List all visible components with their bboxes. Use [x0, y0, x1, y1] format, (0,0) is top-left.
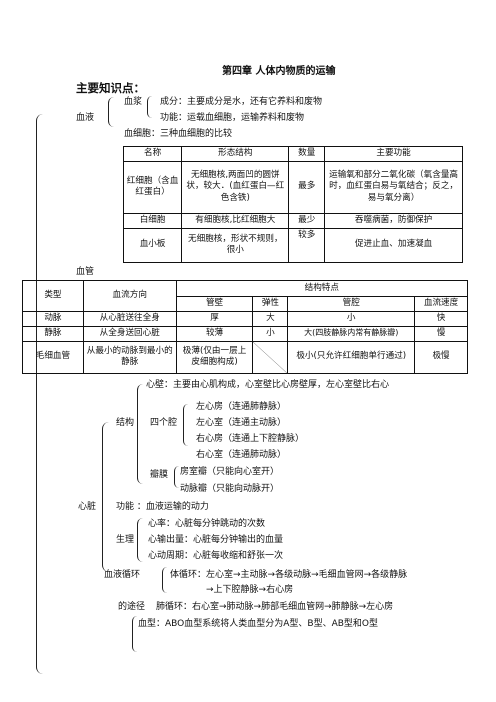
- left-ventricle: 左心室（连通主动脉）: [196, 418, 287, 428]
- cell-quantity: 最少: [288, 212, 326, 229]
- header-direction: 血流方向: [82, 280, 177, 312]
- chambers-label: 四个腔: [150, 418, 178, 428]
- vessel-speed: 快: [414, 310, 468, 327]
- cell-function: 吞噬病菌，防御保护: [324, 212, 463, 229]
- heart-wall-line: 心壁：主要由心肌构成，心室壁比心房壁厚，左心室壁比右心: [146, 380, 390, 390]
- heart-label: 心脏: [78, 502, 97, 512]
- header-speed: 血流速度: [414, 296, 468, 312]
- section-heading: 主要知识点：: [76, 81, 145, 95]
- right-atrium: 右心房（连通上下腔静脉）: [196, 434, 305, 444]
- header-quantity: 数量: [288, 146, 326, 162]
- table-row: 红细胞（含血红蛋白） 无细胞核,两面凹的圆饼状，较大．(血红蛋白—红色含铁) 最…: [122, 160, 463, 214]
- header-structure: 形态结构: [181, 146, 290, 162]
- right-ventricle: 右心室（连通肺动脉）: [196, 450, 287, 460]
- vessel-speed: 极慢: [414, 340, 468, 374]
- diagonal-slash-icon: [253, 342, 287, 373]
- table-row: 静脉 从全身送回心脏 较薄 小 大(四肢静脉内常有静脉瓣) 慢: [22, 325, 468, 342]
- header-lumen: 管腔: [287, 296, 416, 312]
- circulation-path-label: 的途径: [118, 602, 146, 612]
- physiology-brace: [137, 518, 143, 562]
- vessel-wall: 极薄(仅由一层上皮细胞构成): [175, 340, 254, 374]
- header-structure: 结构特点: [175, 280, 469, 297]
- table-row: 血小板 无细胞核，形状不规则，很小 较多 促进止血、加速凝血: [122, 227, 463, 263]
- structure-brace: [137, 384, 143, 484]
- plasma-brace: [147, 96, 152, 118]
- vessels-label: 血管: [76, 267, 95, 277]
- physiology-label: 生理: [116, 535, 135, 545]
- circulation-brace: [162, 567, 167, 593]
- plasma-function: 功能：运载血细胞，运输养料和废物: [160, 113, 305, 123]
- vessel-direction: 从最小的动脉到最小的静脉: [82, 340, 177, 374]
- left-atrium: 左心房（连通肺静脉）: [196, 402, 287, 412]
- outer-brace: [36, 114, 43, 674]
- page-title: 第四章 人体内物质的运输: [222, 66, 336, 77]
- vessel-type: 毛细血管: [22, 340, 84, 374]
- cell-quantity: 最多: [288, 160, 326, 214]
- valve-arterial: 动脉瓣（只能向动脉开）: [180, 484, 280, 494]
- heart-cycle: 心动周期：心脏每收缩和舒张一次: [148, 551, 284, 561]
- header-wall: 管壁: [175, 296, 254, 312]
- vessel-elasticity: 大: [252, 310, 289, 327]
- vessel-direction: 从心脏送往全身: [82, 310, 177, 327]
- vessel-elasticity: 小: [252, 325, 289, 342]
- circulation-label: 血液循环: [104, 570, 141, 580]
- valves-label: 瓣膜: [150, 470, 169, 480]
- structure-label: 结构: [116, 418, 135, 428]
- vessel-elasticity-empty: [252, 340, 289, 374]
- vessel-lumen: 极小(只允许红细胞单行通过): [287, 340, 416, 374]
- vessel-direction: 从全身送回心脏: [82, 325, 177, 342]
- header-function: 主要功能: [324, 146, 463, 162]
- systemic-circulation: 体循环：左心室→主动脉→各级动脉→毛细血管网→各级静脉: [170, 570, 408, 580]
- vessel-speed: 慢: [414, 325, 468, 342]
- cell-name: 红细胞（含血红蛋白）: [122, 160, 183, 214]
- cell-function: 促进止血、加速凝血: [324, 227, 463, 263]
- cell-quantity: 较多: [288, 227, 326, 263]
- valves-brace: [174, 466, 179, 488]
- header-type: 类型: [22, 280, 84, 312]
- pulmonary-circulation: 肺循环：右心室→肺动脉→肺部毛细血管网→肺静脉→左心房: [156, 602, 394, 612]
- blood-type-brace: [132, 616, 137, 652]
- chambers-brace: [183, 404, 188, 446]
- table-row: 动脉 从心脏送往全身 厚 大 小 快: [22, 310, 468, 327]
- vessel-type: 静脉: [22, 325, 84, 342]
- vessel-lumen: 小: [287, 310, 416, 327]
- cell-name: 血小板: [122, 227, 183, 263]
- plasma-composition: 成分：主要成分是水，还有它养料和废物: [160, 97, 323, 107]
- blood-brace: [108, 97, 114, 127]
- valve-atrioventricular: 房室瓣（只能向心室开）: [180, 467, 280, 477]
- systemic-circulation-cont: →上下腔静脉→右心房: [206, 585, 294, 595]
- vessel-type: 动脉: [22, 310, 84, 327]
- cell-structure: 无细胞核，形状不规则，很小: [181, 227, 290, 263]
- table-row: 白细胞 有细胞核,比红细胞大 最少 吞噬病菌，防御保护: [122, 212, 463, 229]
- heart-function: 功能 ：血液运输的动力: [116, 502, 209, 512]
- plasma-label: 血浆: [124, 97, 143, 107]
- vessel-wall: 厚: [175, 310, 254, 327]
- blood-cells-caption: 血细胞：三种血细胞的比较: [124, 129, 233, 139]
- blood-cell-table: 名称 形态结构 数量 主要功能 红细胞（含血红蛋白） 无细胞核,两面凹的圆饼状，…: [122, 146, 463, 263]
- cell-name: 白细胞: [122, 212, 183, 229]
- heart-brace: [102, 422, 109, 572]
- table-row: 毛细血管 从最小的动脉到最小的静脉 极薄(仅由一层上皮细胞构成) 极小(只允许红…: [22, 340, 468, 374]
- vessel-table: 类型 血流方向 结构特点 管壁 弹性 管腔 血流速度 动脉 从心脏送往全身 厚 …: [22, 280, 469, 374]
- heart-output: 心输出量：心脏每分钟输出的血量: [148, 535, 284, 545]
- blood-label: 血液: [76, 113, 95, 123]
- vessel-lumen: 大(四肢静脉内常有静脉瓣): [287, 325, 416, 342]
- cell-function: 运输氧和部分二氧化碳（氧含量高时，血红蛋白易与氧结合；反之，易与氧分离）: [324, 160, 463, 214]
- cell-structure: 无细胞核,两面凹的圆饼状，较大．(血红蛋白—红色含铁): [181, 160, 290, 214]
- header-name: 名称: [122, 146, 183, 162]
- cell-structure: 有细胞核,比红细胞大: [181, 212, 290, 229]
- vessel-wall: 较薄: [175, 325, 254, 342]
- heart-rate: 心率：心脏每分钟跳动的次数: [148, 519, 266, 529]
- header-elasticity: 弹性: [252, 296, 289, 312]
- blood-type-text: 血型：ABO血型系统将人类血型分为A型、B型、AB型和O型: [138, 619, 379, 629]
